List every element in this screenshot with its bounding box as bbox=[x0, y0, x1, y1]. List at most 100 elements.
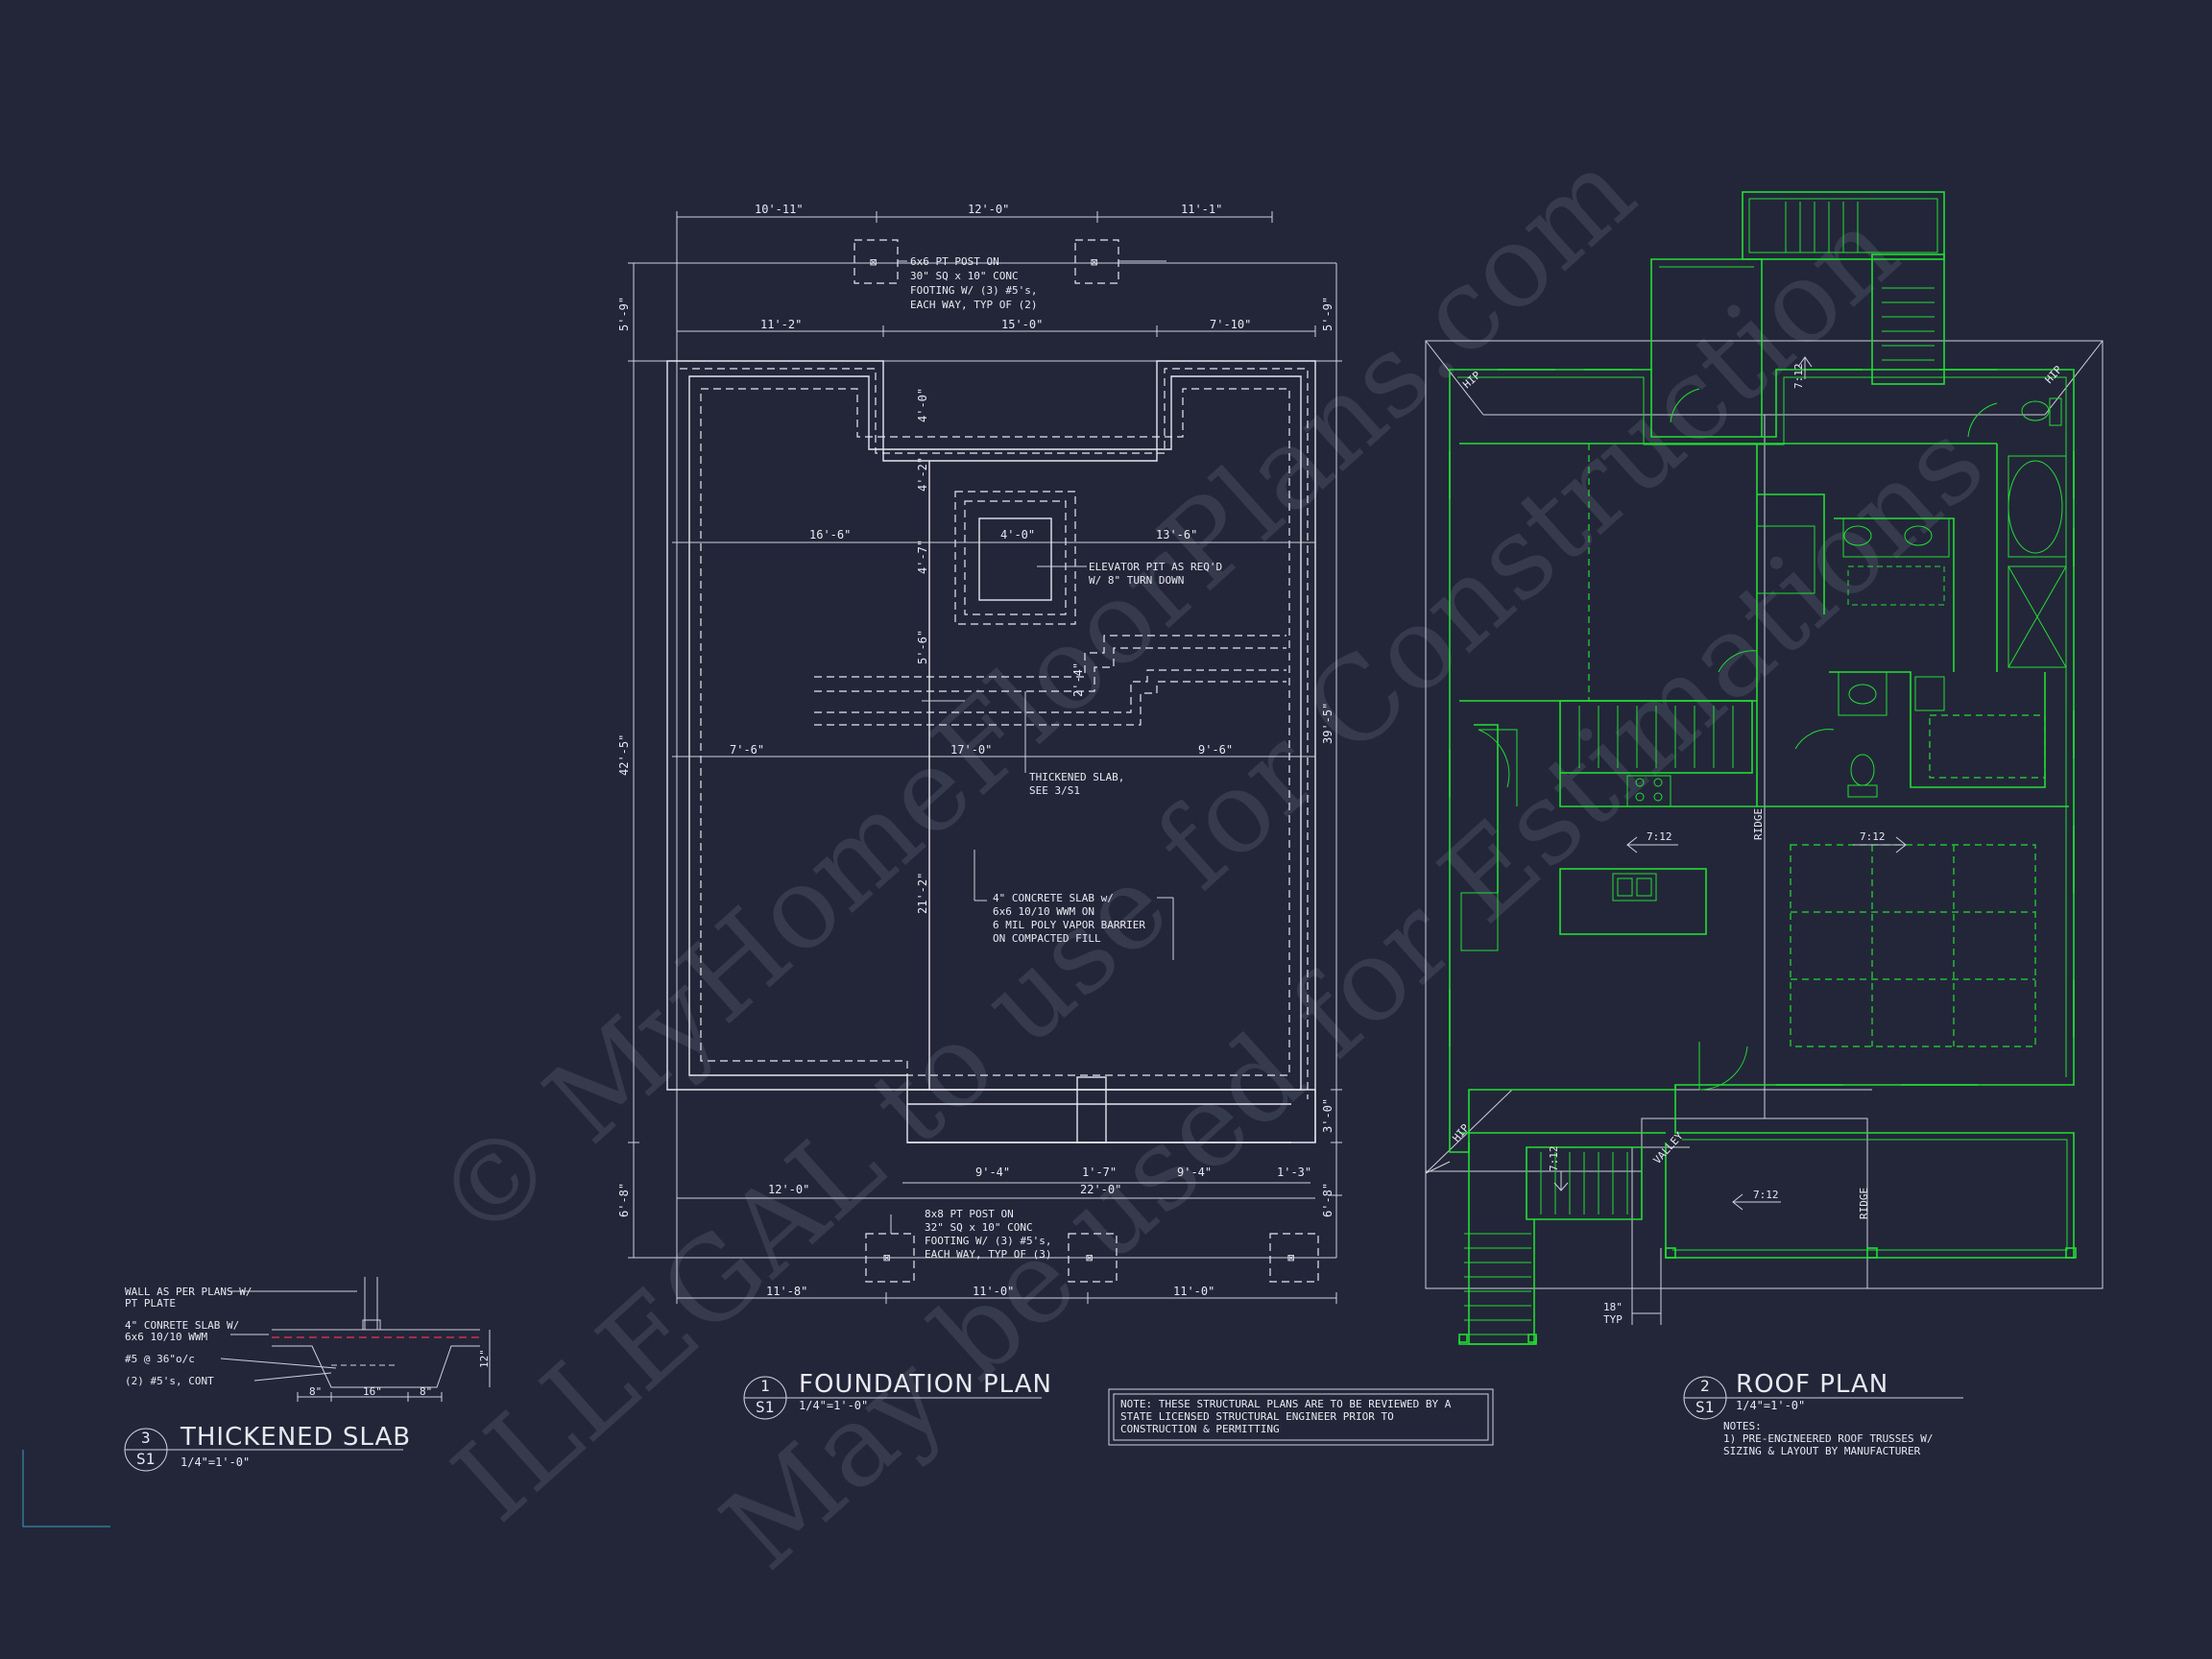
note-thickened-slab: THICKENED SLAB, SEE 3/S1 bbox=[1029, 771, 1124, 797]
dim-4-0: 4'-0" bbox=[1000, 528, 1035, 541]
sheet-number: S1 bbox=[756, 1398, 774, 1416]
dim-left-top: 5'-9" bbox=[617, 297, 631, 331]
note-line: NOTE: THESE STRUCTURAL PLANS ARE TO BE R… bbox=[1120, 1398, 1452, 1410]
thickened-slab-detail: WALL AS PER PLANS W/ PT PLATE 4" CONRETE… bbox=[124, 1277, 491, 1472]
post-mark-2: ⊠ bbox=[1091, 255, 1097, 269]
note-concrete-slab: 4" CONCRETE SLAB w/ 6x6 10/10 WWM ON 6 M… bbox=[974, 850, 1174, 960]
valley-label: VALLEY bbox=[1651, 1129, 1687, 1166]
note-line: W/ 8" TURN DOWN bbox=[1089, 574, 1184, 587]
note-line: EACH WAY, TYP OF (2) bbox=[910, 299, 1037, 311]
dim-right-bot: 6'-8" bbox=[1321, 1183, 1334, 1217]
dim-1-3: 1'-3" bbox=[1277, 1166, 1311, 1179]
note-line: THICKENED SLAB, bbox=[1029, 771, 1124, 783]
detail-number: 3 bbox=[141, 1429, 151, 1447]
detail-dim: 8" bbox=[309, 1385, 322, 1398]
corner-mark bbox=[22, 1450, 110, 1527]
dim-left-bot: 6'-8" bbox=[617, 1183, 631, 1217]
roof-scale: 1/4"=1'-0" bbox=[1736, 1399, 1805, 1412]
detail-dim: 16" bbox=[363, 1385, 382, 1398]
roof-note: NOTES: bbox=[1723, 1420, 1762, 1432]
foundation-title: 1 S1 FOUNDATION PLAN 1/4"=1'-0" bbox=[743, 1370, 1052, 1420]
dim-top2-1: 11'-2" bbox=[760, 318, 802, 331]
dim-top-3: 11'-1" bbox=[1181, 203, 1222, 216]
note-line: 8x8 PT POST ON bbox=[925, 1208, 1014, 1220]
post-mark-4: ⊠ bbox=[1086, 1251, 1093, 1264]
dim-17-0: 17'-0" bbox=[950, 743, 992, 757]
dim-21-2: 21'-2" bbox=[916, 873, 929, 914]
note-line: FOOTING W/ (3) #5's, bbox=[910, 284, 1037, 297]
dim-bottom-2: 11'-0" bbox=[973, 1285, 1014, 1298]
sheet-number: S1 bbox=[136, 1450, 155, 1468]
dim-13-6: 13'-6" bbox=[1156, 528, 1197, 541]
thickened-scale: 1/4"=1'-0" bbox=[180, 1455, 250, 1469]
watermark-line-2: ILLEGAL to use for Construction bbox=[428, 183, 1922, 1547]
dim-1-7: 1'-7" bbox=[1082, 1166, 1117, 1179]
pitch-label: 7:12 bbox=[1753, 1189, 1779, 1201]
detail-number: 2 bbox=[1700, 1377, 1710, 1395]
note-elevator: ELEVATOR PIT AS REQ'D W/ 8" TURN DOWN bbox=[1037, 561, 1222, 587]
dim-5-6: 5'-6" bbox=[916, 630, 929, 664]
dim-left-total: 42'-5" bbox=[617, 734, 631, 776]
dim-bottom-3: 11'-0" bbox=[1173, 1285, 1214, 1298]
note-line: STATE LICENSED STRUCTURAL ENGINEER PRIOR… bbox=[1120, 1410, 1394, 1423]
roof-note: SIZING & LAYOUT BY MANUFACTURER bbox=[1723, 1445, 1921, 1457]
detail-label: 6x6 10/10 WWM bbox=[125, 1331, 207, 1343]
note-line: 6x6 10/10 WWM ON bbox=[993, 905, 1094, 918]
pitch-label: 7:12 bbox=[1860, 830, 1886, 843]
overhang-label: 18" bbox=[1603, 1301, 1623, 1313]
note-post-bottom: 8x8 PT POST ON 32" SQ x 10" CONC FOOTING… bbox=[890, 1208, 1051, 1261]
note-line: FOOTING W/ (3) #5's, bbox=[925, 1235, 1051, 1247]
overhang-label: TYP bbox=[1603, 1313, 1623, 1326]
detail-label: #5 @ 36"o/c bbox=[125, 1353, 195, 1365]
ridge-label: RIDGE bbox=[1858, 1188, 1870, 1219]
note-line: 6 MIL POLY VAPOR BARRIER bbox=[993, 919, 1145, 931]
dim-4-7: 4'-7" bbox=[916, 540, 929, 574]
detail-label: 4" CONRETE SLAB W/ bbox=[125, 1319, 239, 1332]
note-line: ELEVATOR PIT AS REQ'D bbox=[1089, 561, 1222, 573]
dim-9-4-a: 9'-4" bbox=[975, 1166, 1010, 1179]
post-mark-5: ⊠ bbox=[1287, 1251, 1294, 1264]
dim-4-0-vertical: 4'-0" bbox=[916, 388, 929, 422]
note-box: NOTE: THESE STRUCTURAL PLANS ARE TO BE R… bbox=[1108, 1388, 1494, 1446]
dim-7-6: 7'-6" bbox=[730, 743, 764, 757]
note-line: SEE 3/S1 bbox=[1029, 784, 1080, 797]
note-line: 4" CONCRETE SLAB w/ bbox=[993, 892, 1114, 904]
dim-4-2: 4'-2" bbox=[916, 457, 929, 492]
pitch-label: 7:12 bbox=[1548, 1146, 1560, 1172]
note-line: ON COMPACTED FILL bbox=[993, 932, 1101, 945]
thickened-slab-title: THICKENED SLAB bbox=[180, 1423, 411, 1452]
pitch-label: 7:12 bbox=[1647, 830, 1672, 843]
dim-top-2: 12'-0" bbox=[968, 203, 1009, 216]
dim-2-4: 2'-4" bbox=[1071, 662, 1085, 697]
note-line: 6x6 PT POST ON bbox=[910, 255, 999, 268]
roof-note: 1) PRE-ENGINEERED ROOF TRUSSES W/ bbox=[1723, 1432, 1934, 1445]
detail-number: 1 bbox=[760, 1377, 770, 1395]
dim-right-top: 5'-9" bbox=[1321, 297, 1334, 331]
roof-plan-title: ROOF PLAN bbox=[1736, 1370, 1888, 1399]
note-line: EACH WAY, TYP OF (3) bbox=[925, 1248, 1051, 1261]
dim-22-0: 22'-0" bbox=[1080, 1183, 1121, 1196]
foundation-plan-title: FOUNDATION PLAN bbox=[799, 1370, 1052, 1399]
foundation-plan: ⊠ ⊠ ⊠ ⊠ ⊠ 10'-11" 12'-0" 11'-1" 11'-2" 1… bbox=[617, 203, 1342, 1420]
pitch-label: 7:12 bbox=[1792, 364, 1805, 390]
dim-12-0: 12'-0" bbox=[768, 1183, 809, 1196]
hip-label: HIP bbox=[2043, 363, 2065, 386]
dim-top2-2: 15'-0" bbox=[1001, 318, 1043, 331]
detail-label: PT PLATE bbox=[125, 1297, 176, 1310]
note-post-top: 6x6 PT POST ON 30" SQ x 10" CONC FOOTING… bbox=[910, 255, 1037, 311]
dim-top2-3: 7'-10" bbox=[1210, 318, 1251, 331]
detail-label: WALL AS PER PLANS W/ bbox=[125, 1286, 252, 1298]
detail-label: (2) #5's, CONT bbox=[125, 1375, 214, 1387]
note-line: 30" SQ x 10" CONC bbox=[910, 270, 1019, 282]
ridge-label: RIDGE bbox=[1752, 808, 1765, 840]
note-line: 32" SQ x 10" CONC bbox=[925, 1221, 1033, 1234]
note-line: CONSTRUCTION & PERMITTING bbox=[1120, 1423, 1280, 1435]
foundation-scale: 1/4"=1'-0" bbox=[799, 1399, 868, 1412]
dim-top-1: 10'-11" bbox=[755, 203, 804, 216]
post-mark-3: ⊠ bbox=[883, 1251, 890, 1264]
roof-title: 2 S1 ROOF PLAN 1/4"=1'-0" NOTES: 1) PRE-… bbox=[1683, 1370, 1963, 1457]
dim-16-6: 16'-6" bbox=[809, 528, 851, 541]
dim-bottom-1: 11'-8" bbox=[766, 1285, 807, 1298]
post-mark-1: ⊠ bbox=[870, 255, 877, 269]
